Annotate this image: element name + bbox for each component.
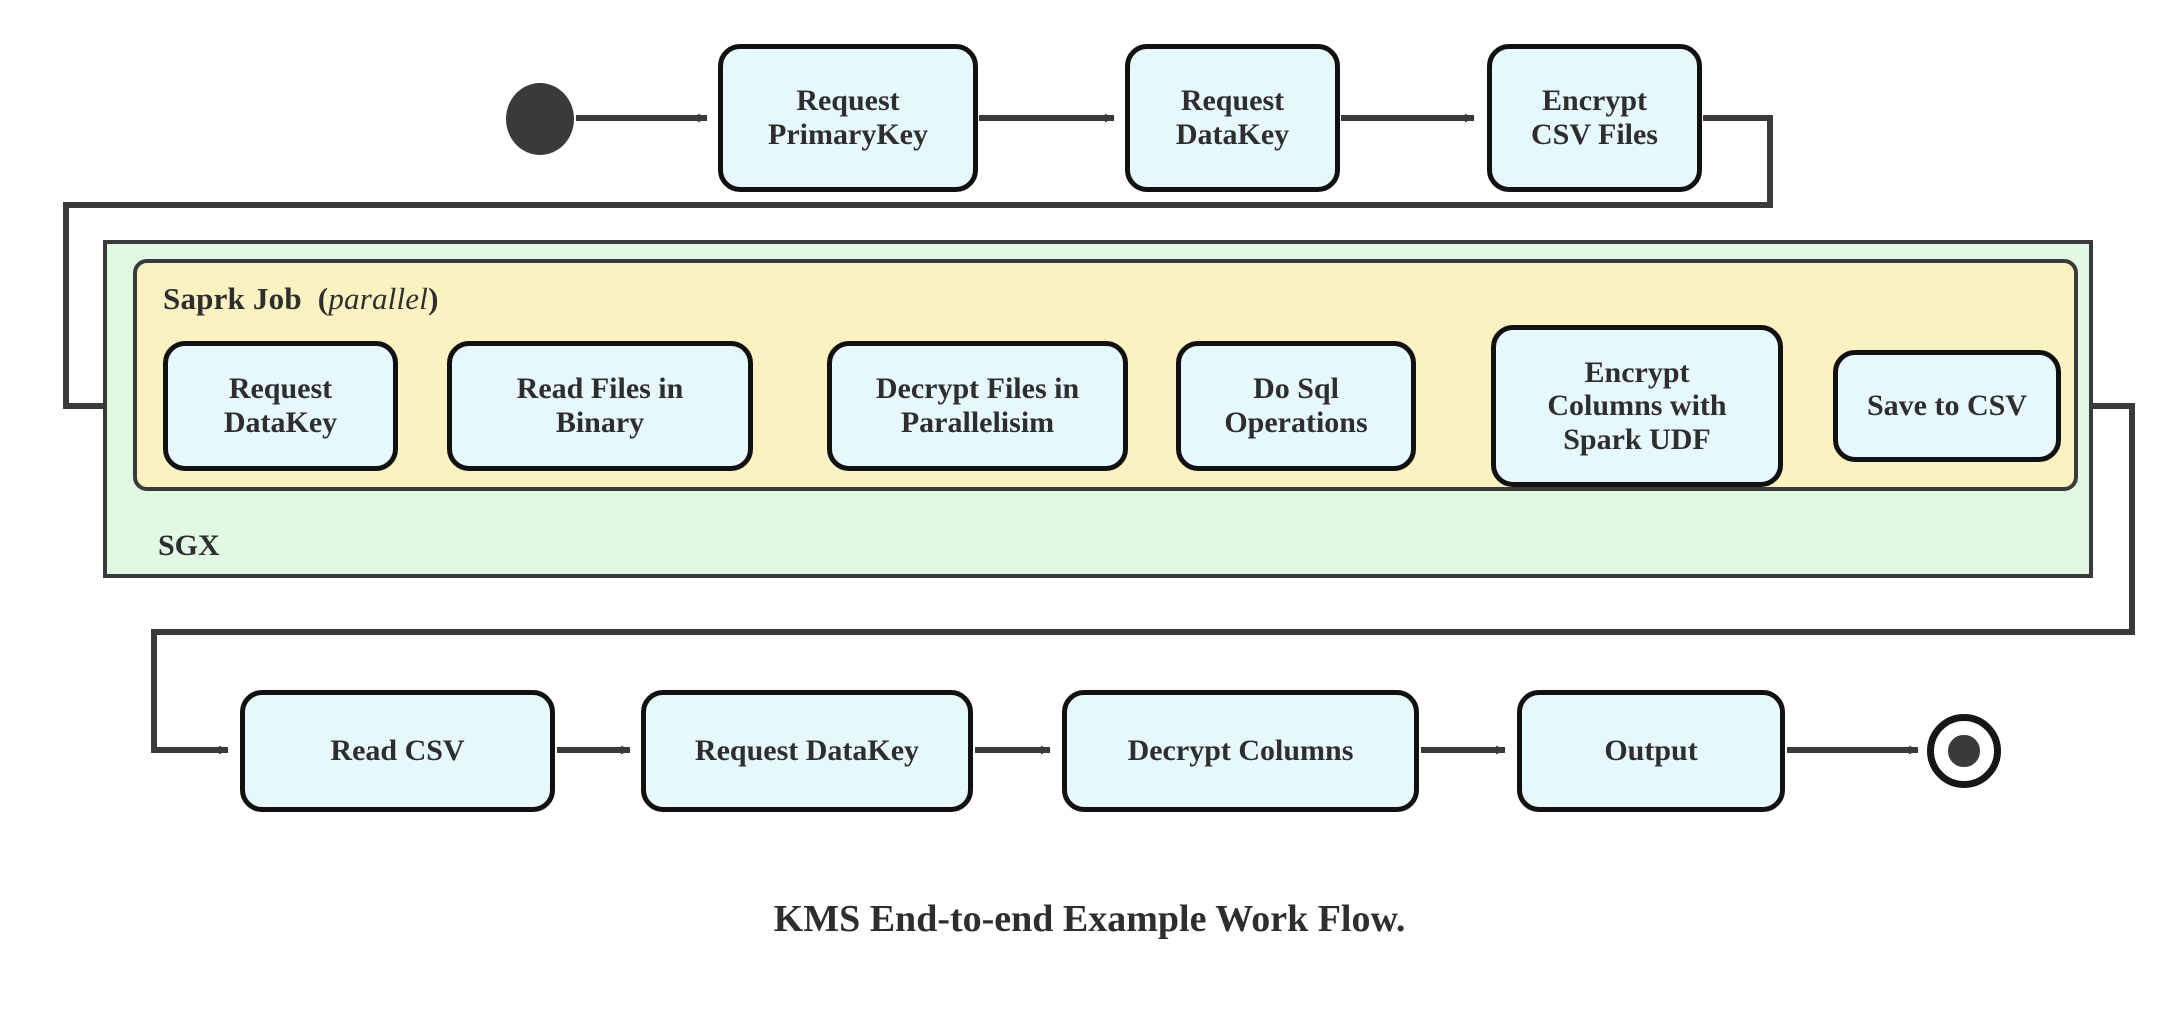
node-request-datakey-top[interactable]: Request DataKey (1125, 44, 1340, 192)
node-decrypt-files-in-parallelisim[interactable]: Decrypt Files in Parallelisim (827, 341, 1128, 471)
node-decrypt-columns[interactable]: Decrypt Columns (1062, 690, 1419, 812)
node-request-primarykey[interactable]: Request PrimaryKey (718, 44, 978, 192)
paren-open: ( (317, 281, 329, 316)
start-node (506, 83, 574, 155)
node-output[interactable]: Output (1517, 690, 1785, 812)
container-spark-job-modifier: parallel (328, 281, 429, 316)
end-node (1927, 714, 2001, 788)
node-read-csv[interactable]: Read CSV (240, 690, 555, 812)
container-spark-job-title: Saprk Job (parallel) (163, 281, 439, 317)
node-save-to-csv[interactable]: Save to CSV (1833, 350, 2061, 462)
end-node-core (1948, 735, 1980, 767)
container-spark-job-name: Saprk Job (163, 281, 302, 316)
node-do-sql-operations[interactable]: Do Sql Operations (1176, 341, 1416, 471)
container-sgx-label: SGX (158, 529, 220, 562)
node-request-datakey-spark[interactable]: Request DataKey (163, 341, 398, 471)
diagram-caption: KMS End-to-end Example Work Flow. (773, 898, 1406, 940)
paren-close: ) (428, 281, 439, 316)
node-request-datakey-bottom[interactable]: Request DataKey (641, 690, 973, 812)
node-encrypt-columns-with-spark-udf[interactable]: Encrypt Columns with Spark UDF (1491, 325, 1783, 487)
node-read-files-in-binary[interactable]: Read Files in Binary (447, 341, 753, 471)
node-encrypt-csv-files[interactable]: Encrypt CSV Files (1487, 44, 1702, 192)
